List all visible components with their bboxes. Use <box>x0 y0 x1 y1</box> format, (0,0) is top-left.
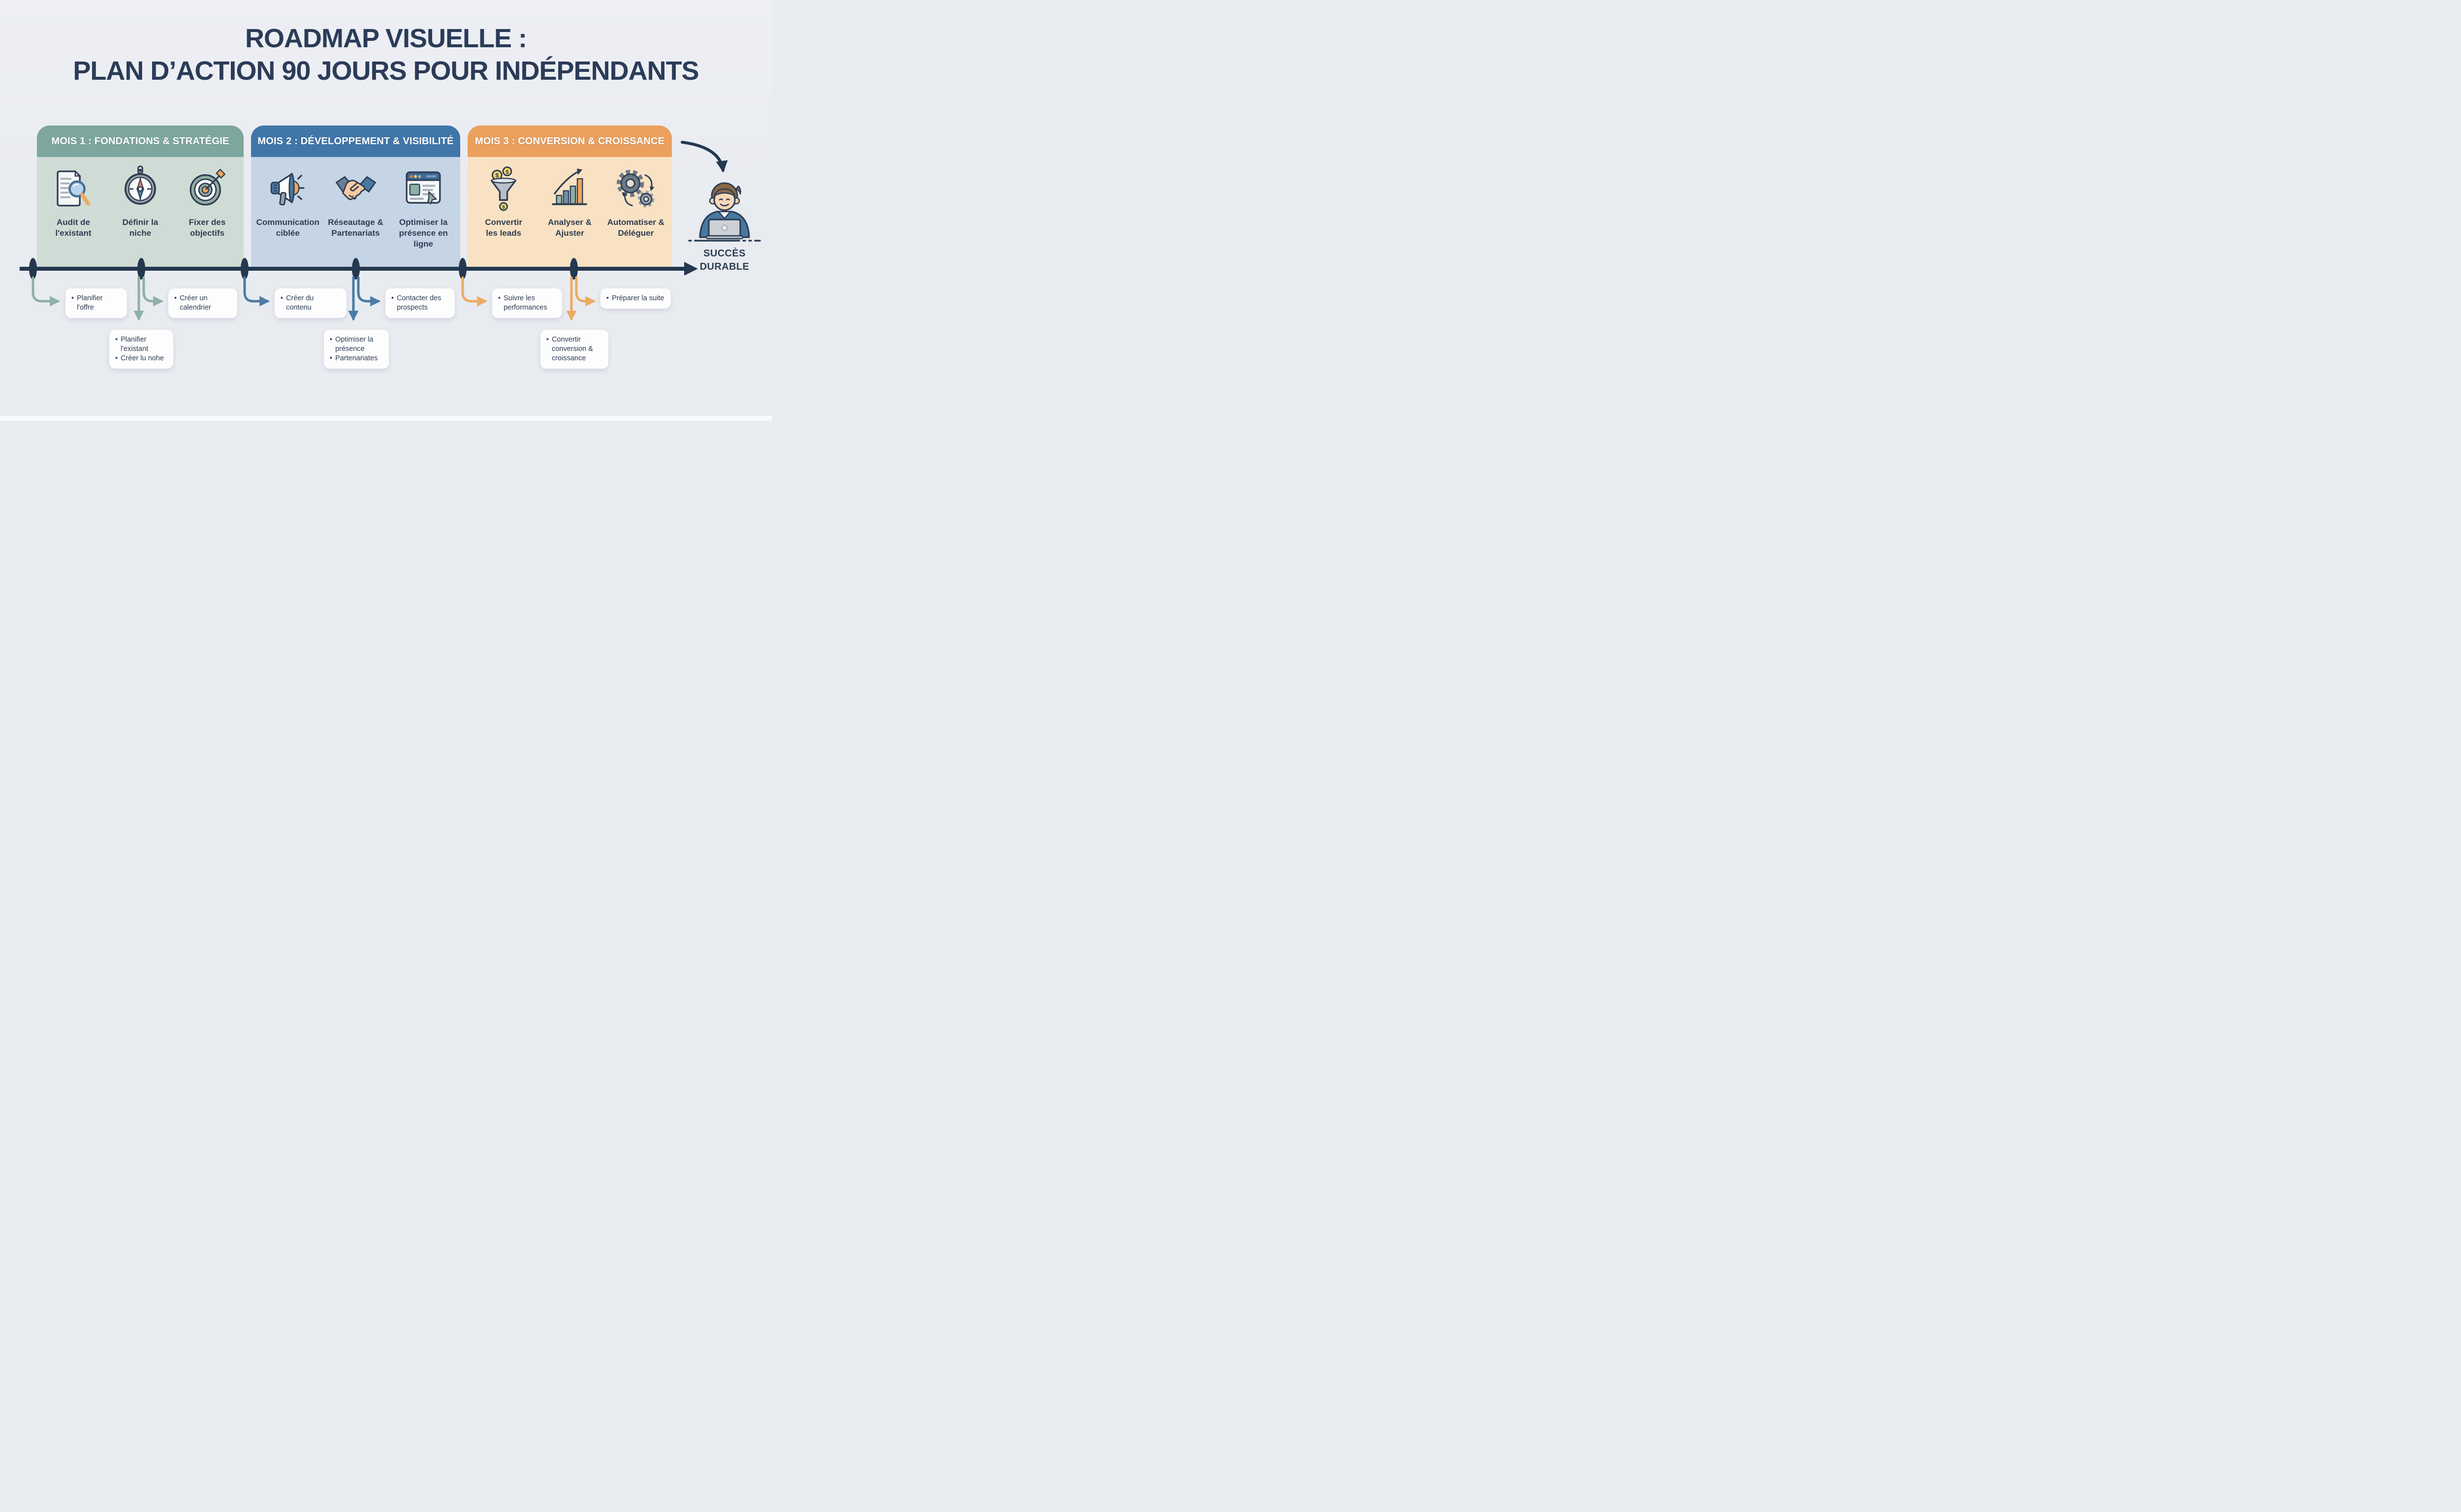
month-item-label: Convertir les leads <box>485 218 522 238</box>
svg-text:$: $ <box>502 205 505 210</box>
callout-text: Créer lu nohe <box>121 354 164 363</box>
month-2-panel: MOIS 2 : DÉVELOPPEMENT & VISIBILITÉ Comm… <box>251 126 460 268</box>
bullet-icon: • <box>330 354 333 363</box>
connector-arrow <box>32 276 61 307</box>
callout-text: Préparer la suite <box>612 294 664 302</box>
bullet-icon: • <box>115 336 118 344</box>
month-item: Analyser & Ajuster <box>536 157 602 268</box>
bullet-icon: • <box>71 294 74 302</box>
svg-text:$: $ <box>496 172 499 179</box>
timeline-dot <box>29 258 37 280</box>
month-3-header: MOIS 3 : CONVERSION & CROISSANCE <box>468 126 672 157</box>
callout-text: Créer du contenu <box>286 294 314 312</box>
callout-box: •Planifier l'offre <box>65 288 127 318</box>
month-item-label: Fixer des objectifs <box>189 218 226 238</box>
callout-box: •Convertir conversion & croissance <box>540 330 608 369</box>
month-item-label: Définir la niche <box>122 218 158 238</box>
growth-chart-icon <box>552 168 588 205</box>
bullet-icon: • <box>174 294 177 302</box>
callout-box: •Optimiser la présence •Partenariates <box>324 330 389 369</box>
svg-text:$: $ <box>506 169 509 175</box>
month-item-label: Optimiser la présence en ligne <box>399 218 448 249</box>
callout-text: Contacter des prospects <box>397 294 442 312</box>
bullet-icon: • <box>498 294 501 302</box>
callout-text: Suivre les performances <box>504 294 547 312</box>
page-title: ROADMAP VISUELLE : PLAN D’ACTION 90 JOUR… <box>0 23 772 88</box>
callout-box: •Suivre les performances <box>492 288 562 318</box>
freelancer-laptop-illustration <box>688 182 761 242</box>
month-item: Définir la niche <box>107 157 174 268</box>
handshake-icon <box>335 176 376 200</box>
funnel-coins-icon: $ $ $ <box>491 166 517 211</box>
bullet-icon: • <box>606 294 609 302</box>
bullet-icon: • <box>391 294 394 302</box>
callout-text: Créer un calendrier <box>180 294 211 312</box>
month-2-header: MOIS 2 : DÉVELOPPEMENT & VISIBILITÉ <box>251 126 460 157</box>
month-1-body: Audit de l'existant Définir la nich <box>37 157 244 268</box>
month-item-label: Analyser & Ajuster <box>548 218 592 238</box>
month-item: Communication ciblée <box>254 157 322 268</box>
month-item: $ $ $ Convertir les leads <box>471 157 536 268</box>
month-item: Fixer des objectifs <box>174 157 241 268</box>
month-item-label: Réseautage & Partenariats <box>328 218 383 238</box>
megaphone-icon <box>270 172 305 206</box>
bullet-icon: • <box>330 336 333 344</box>
gears-icon <box>616 169 655 208</box>
target-icon <box>189 168 226 206</box>
bullet-icon: • <box>281 294 284 302</box>
month-item-label: Communication ciblée <box>256 218 320 238</box>
month-1-panel: MOIS 1 : FONDATIONS & STRATÉGIE Audit de… <box>37 126 244 268</box>
month-item: Audit de l'existant <box>40 157 107 268</box>
month-item: Optimiser la présence en ligne <box>389 157 457 268</box>
success-curved-arrow <box>681 141 728 173</box>
month-2-body: Communication ciblée Réseautage & Parten… <box>251 157 460 268</box>
month-3-body: $ $ $ Convertir les leads <box>468 157 672 268</box>
compass-icon <box>125 165 156 205</box>
connector-arrow <box>142 276 164 307</box>
month-item-label: Audit de l'existant <box>55 218 92 238</box>
document-magnifier-icon <box>57 170 90 207</box>
success-label: SUCCÈS DURABLE <box>689 247 760 274</box>
bullet-icon: • <box>115 354 118 363</box>
connector-arrow <box>575 276 596 307</box>
connector-arrow <box>357 276 381 307</box>
callout-text: Partenariates <box>335 354 378 363</box>
bottom-strip <box>0 415 772 421</box>
success-line-1: SUCCÈS <box>703 248 746 259</box>
month-item: Réseautage & Partenariats <box>322 157 390 268</box>
month-item-label: Automatiser & Déléguer <box>607 218 664 238</box>
title-line-2: PLAN D’ACTION 90 JOURS POUR INDÉPENDANTS <box>73 56 699 86</box>
connector-arrow <box>243 276 270 307</box>
month-3-panel: MOIS 3 : CONVERSION & CROISSANCE $ $ $ C… <box>468 126 672 268</box>
connector-arrow <box>461 276 488 307</box>
month-item: Automatiser & Déléguer <box>603 157 669 268</box>
roadmap-infographic: ROADMAP VISUELLE : PLAN D’ACTION 90 JOUR… <box>0 0 772 421</box>
callout-box: •Planifier l'existant •Créer lu nohe <box>109 330 173 369</box>
callout-text: Convertir conversion & croissance <box>552 336 593 363</box>
success-line-2: DURABLE <box>699 261 750 272</box>
callout-box: •Contacter des prospects <box>385 288 455 318</box>
title-line-1: ROADMAP VISUELLE : <box>245 24 527 53</box>
callout-text: Optimiser la présence <box>335 336 374 353</box>
callout-text: Planifier l'offre <box>77 294 103 312</box>
browser-icon <box>406 171 441 205</box>
callout-box: •Créer du contenu <box>275 288 347 318</box>
bullet-icon: • <box>546 336 549 344</box>
callout-text: Planifier l'existant <box>121 336 149 353</box>
callout-box: •Préparer la suite <box>600 288 671 309</box>
month-1-header: MOIS 1 : FONDATIONS & STRATÉGIE <box>37 126 244 157</box>
callout-box: •Créer un calendrier <box>168 288 237 318</box>
